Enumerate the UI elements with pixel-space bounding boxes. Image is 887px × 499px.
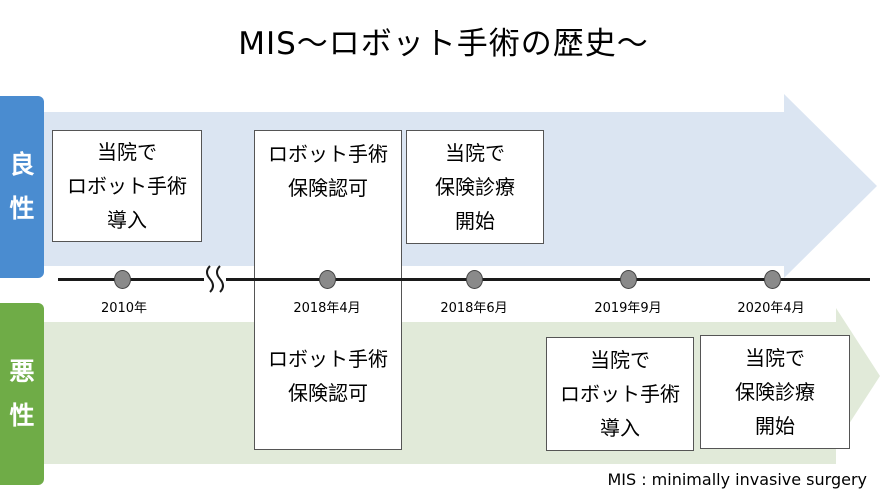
- benign-char-1: 良: [9, 150, 35, 179]
- timeline-break-icon: [204, 265, 226, 293]
- timeline-point-2018-04: [319, 270, 336, 289]
- box-line: 当院で: [97, 140, 157, 164]
- box-upper-text: ロボット手術 保険認可: [268, 134, 388, 208]
- box-line: ロボット手術: [268, 142, 388, 166]
- timeline-point-2018-06: [466, 270, 483, 289]
- malignant-char-2: 性: [9, 401, 35, 430]
- box-line: ロボット手術: [560, 382, 680, 406]
- date-label-2010: 2010年: [100, 301, 148, 316]
- box-line: 保険診療: [735, 380, 815, 404]
- malignant-label: 悪 性: [0, 303, 44, 485]
- box-malignant-2019-09-introduction: 当院で ロボット手術 導入: [546, 337, 694, 451]
- box-line: 当院で: [590, 348, 650, 372]
- malignant-char-1: 悪: [9, 357, 35, 386]
- date-label-2020-04: 2020年4月: [737, 301, 805, 316]
- date-label-2018-04: 2018年4月: [293, 301, 361, 316]
- box-line: 当院で: [745, 346, 805, 370]
- box-benign-2018-06-insurance-start: 当院で 保険診療 開始: [406, 130, 544, 244]
- date-label-2019-09: 2019年9月: [594, 301, 662, 316]
- box-line: 導入: [107, 208, 147, 232]
- box-2018-04-insurance-approval: ロボット手術 保険認可 ロボット手術 保険認可: [254, 130, 402, 450]
- timeline-line: [58, 278, 870, 281]
- box-line: 開始: [755, 414, 795, 438]
- box-line: 保険認可: [288, 176, 368, 200]
- diagram-title: MIS～ロボット手術の歴史～: [238, 26, 649, 62]
- box-line: 導入: [600, 416, 640, 440]
- box-line: 保険診療: [435, 175, 515, 199]
- timeline-point-2010: [114, 270, 131, 289]
- benign-label: 良 性: [0, 96, 44, 278]
- footnote: MIS : minimally invasive surgery: [607, 470, 867, 489]
- box-line: ロボット手術: [67, 174, 187, 198]
- date-label-2018-06: 2018年6月: [440, 301, 508, 316]
- timeline-point-2020-04: [764, 270, 781, 289]
- box-line: ロボット手術: [268, 347, 388, 371]
- box-malignant-2020-04-insurance-start: 当院で 保険診療 開始: [700, 335, 850, 449]
- box-benign-2010-introduction: 当院で ロボット手術 導入: [52, 130, 202, 242]
- box-line: 当院で: [445, 141, 505, 165]
- box-line: 保険認可: [288, 381, 368, 405]
- benign-char-2: 性: [9, 194, 35, 223]
- timeline-point-2019-09: [620, 270, 637, 289]
- box-line: 開始: [455, 209, 495, 233]
- box-lower-text: ロボット手術 保険認可: [268, 339, 388, 413]
